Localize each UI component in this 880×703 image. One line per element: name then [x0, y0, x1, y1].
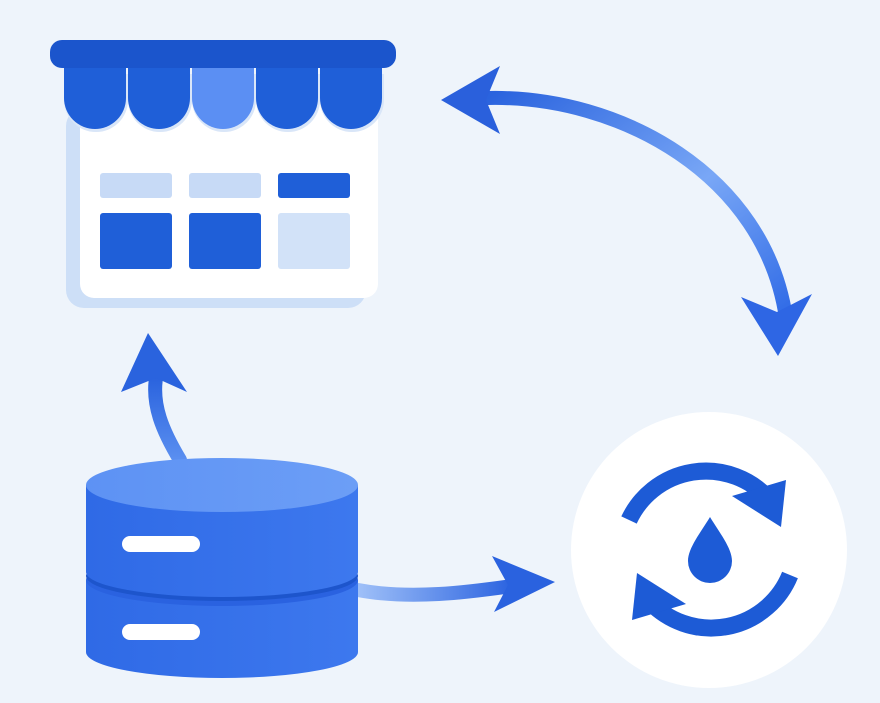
awning-stripe-1	[64, 66, 126, 129]
storefront-icon	[50, 40, 396, 308]
db-upper-body	[86, 485, 358, 597]
db-upper-top	[86, 458, 358, 512]
arrow-database-to-sync	[351, 556, 555, 612]
sync-arrowhead-upper	[732, 480, 786, 527]
product-tile-2	[189, 213, 261, 269]
product-label-3	[278, 173, 350, 198]
arrowhead-left	[441, 66, 500, 134]
product-tile-1	[100, 213, 172, 269]
product-tile-3	[278, 213, 350, 269]
awning-stripe-4	[256, 66, 318, 129]
sync-arc-lower	[643, 571, 798, 637]
awning-stripe-3	[192, 66, 254, 129]
double-arrow-storefront-sync	[441, 66, 812, 356]
arrow-database-to-storefront	[121, 333, 187, 467]
right-arrow-line	[351, 579, 519, 602]
db-indicator-upper	[122, 536, 200, 552]
up-arrow-line	[148, 371, 187, 467]
sync-arrowhead-lower	[632, 573, 686, 620]
arrowhead-right	[492, 556, 555, 612]
db-lower-body	[86, 580, 358, 678]
db-indicator-lower	[122, 624, 200, 640]
arc-line	[481, 90, 793, 325]
database-icon	[86, 458, 358, 678]
sync-arc-upper	[621, 462, 775, 524]
product-label-1	[100, 173, 172, 198]
water-drop-icon	[688, 517, 732, 583]
arrowhead-down	[741, 294, 812, 356]
sync-icon	[571, 412, 847, 688]
awning-stripe-5	[320, 66, 382, 129]
arrowhead-up	[121, 333, 187, 392]
awning-stripe-2	[128, 66, 190, 129]
product-label-2	[189, 173, 261, 198]
awning-bar	[50, 40, 396, 68]
